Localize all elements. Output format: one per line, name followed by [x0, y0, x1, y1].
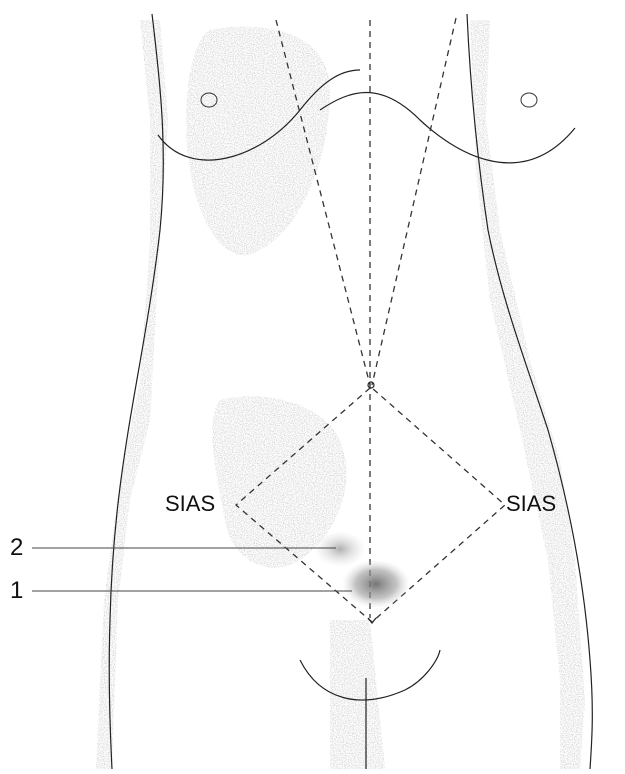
marker-1-label: 1 [10, 579, 23, 603]
sias-right-label: SIAS [506, 493, 556, 515]
point-1-shading [342, 560, 410, 608]
point-2-shading [314, 531, 366, 567]
body-shading [96, 20, 585, 769]
sias-left-label: SIAS [165, 493, 215, 515]
marker-2-label: 2 [10, 536, 23, 560]
umbilicus-mark [368, 382, 374, 388]
